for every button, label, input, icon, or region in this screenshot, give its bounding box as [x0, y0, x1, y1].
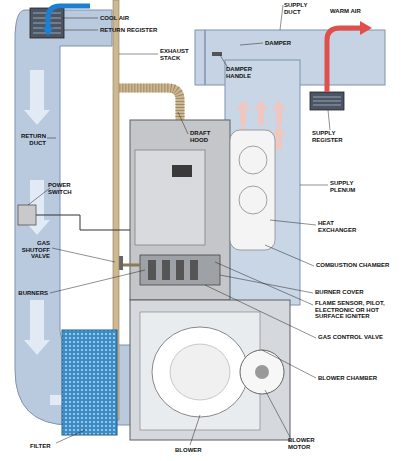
part-label: SUPPLY DUCT	[284, 2, 314, 15]
part-label: POWER SWITCH	[48, 182, 82, 195]
part-label: COMBUSTION CHAMBER	[316, 262, 396, 269]
part-label: HEAT EXCHANGER	[318, 220, 368, 233]
part-label: GAS CONTROL VALVE	[318, 334, 388, 341]
part-label: SUPPLY PLENUM	[330, 180, 370, 193]
part-label: DRAFT HOOD	[190, 130, 220, 143]
part-label: COOL AIR	[100, 15, 160, 22]
part-label: EXHAUST STACK	[160, 48, 194, 61]
part-label: DAMPER	[265, 40, 305, 47]
part-label: DAMPER HANDLE	[226, 66, 260, 79]
part-label: GAS SHUTOFF VALVE	[8, 240, 50, 260]
part-label: BLOWER MOTOR	[288, 437, 338, 450]
part-label: BLOWER CHAMBER	[318, 375, 388, 382]
part-label: BLOWER	[175, 447, 215, 454]
part-label: WARM AIR	[330, 8, 380, 15]
part-label: BURNER COVER	[315, 289, 395, 296]
part-label: RETURN DUCT	[12, 133, 46, 146]
part-label: FILTER	[30, 443, 60, 450]
part-label: FLAME SENSOR, PILOT, ELECTRONIC OR HOT S…	[315, 300, 397, 320]
part-label: RETURN REGISTER	[100, 27, 170, 34]
part-label: BURNERS	[8, 290, 48, 297]
part-label: SUPPLY REGISTER	[312, 130, 356, 143]
